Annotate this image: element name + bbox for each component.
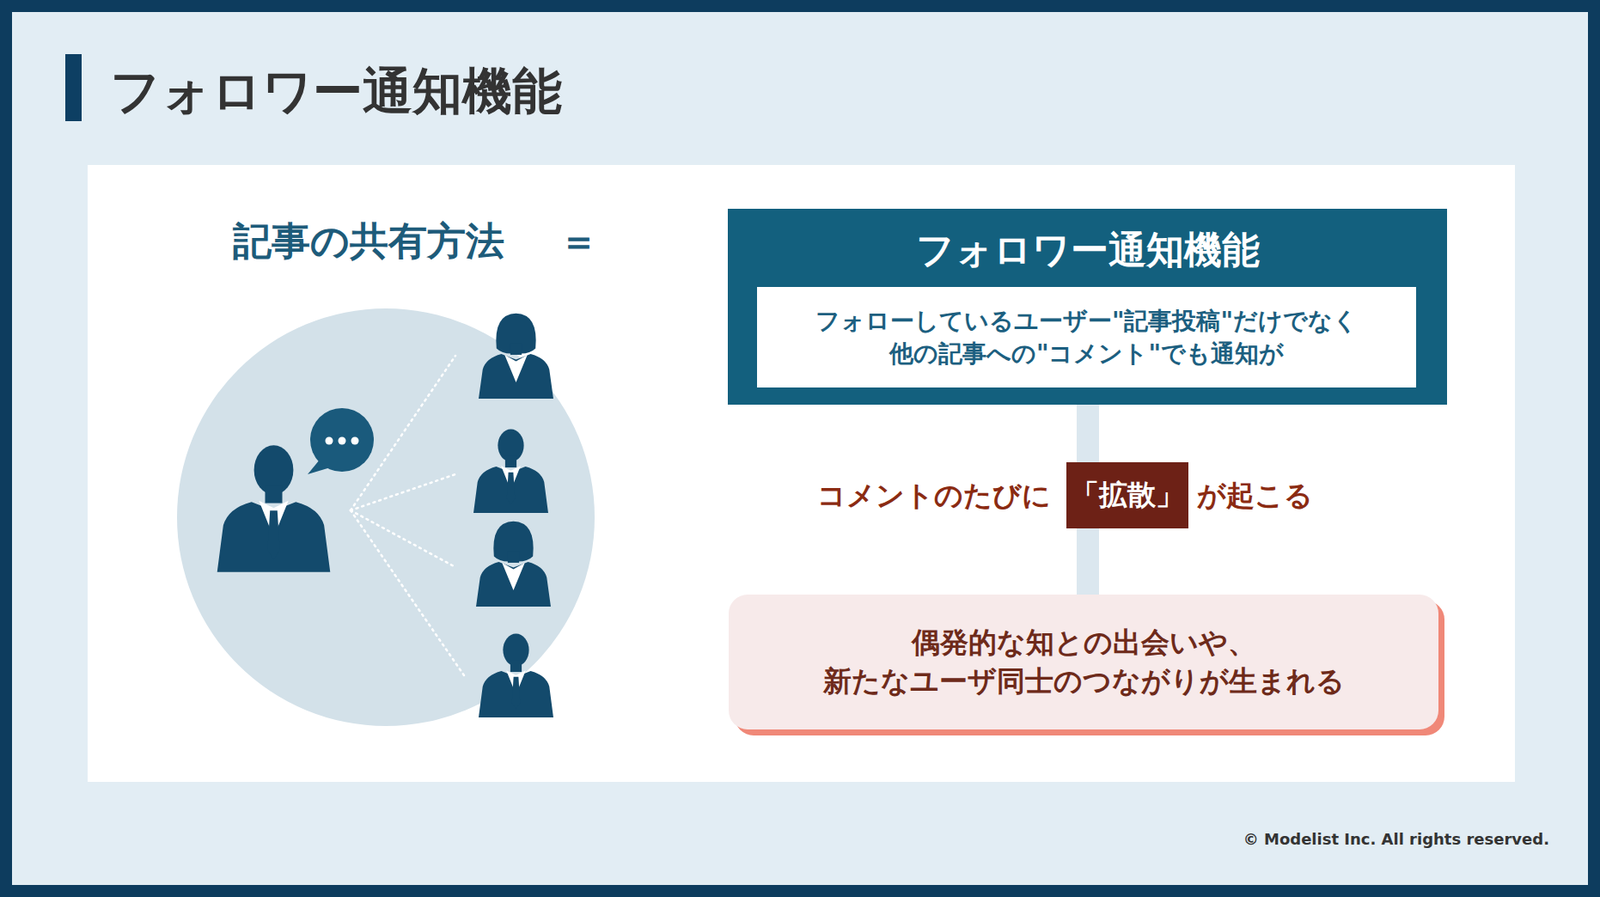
flow-text: コメントのたびに [817,478,1051,513]
node-text: フォローしているユーザー"記事投稿"だけでなく 他の記事への"コメント"でも通知… [769,305,1405,371]
audience-circle [177,308,595,727]
description-box: フォローしているユーザー"記事投稿"だけでなく 他の記事への"コメント"でも通知… [757,287,1417,388]
keyword-box: 「拡散」 [1066,462,1189,529]
slide-title: フォロワー通知機能 [109,61,562,123]
follower-person [478,313,554,399]
feature-box: フォロワー通知機能フォローしているユーザー"記事投稿"だけでなく 他の記事への"… [727,208,1448,405]
result-box: 偶発的な知との出会いや、 新たなユーザ同士のつながりが生まれる [728,594,1439,730]
follower-person [473,429,549,513]
dotted-line [350,510,465,676]
flow-text: が起こる [1196,478,1313,513]
node-text: 偶発的な知との出会いや、 新たなユーザ同士のつながりが生まれる [744,623,1423,701]
bubble-dot [325,437,334,446]
copyright: © Modelist Inc. All rights reserved. [1243,830,1550,849]
connector-bar [1076,528,1100,595]
share-lines [350,355,465,676]
follower-person [476,521,551,607]
follower-person [478,634,554,718]
node-text: 「拡散」 [1070,476,1185,515]
speaker-person [217,445,331,572]
bubble-dot [351,437,360,446]
bubble [310,408,374,472]
speech-bubble [307,408,374,475]
equals-sign: ＝ [559,218,599,265]
dotted-line [350,474,456,511]
title-accent-bar [65,54,82,122]
dotted-line [350,510,456,568]
section-heading: 記事の共有方法 [232,218,505,265]
connector-bar [1076,404,1100,463]
white-panel [87,164,1515,782]
node-text: フォロワー通知機能 [916,224,1260,275]
bubble-dot [338,437,347,446]
